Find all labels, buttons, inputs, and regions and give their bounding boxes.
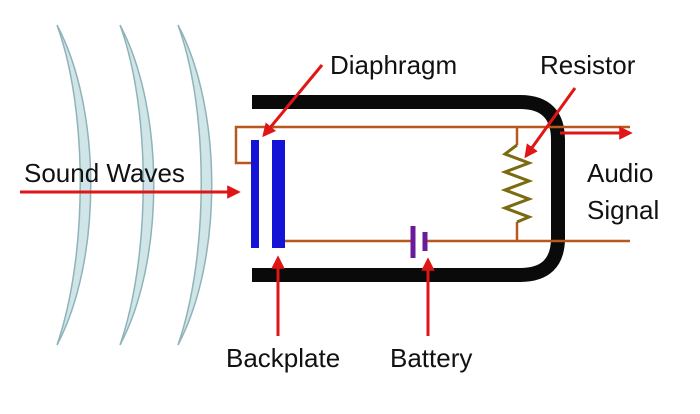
backplate-plate [272,140,285,248]
arrows [20,64,633,336]
housing-bottom [252,237,565,282]
label-audio: Audio [587,158,654,188]
sound-wave-3 [177,24,213,346]
resistor-arrow [524,87,577,159]
label-sound-waves: Sound Waves [24,158,185,188]
label-backplate: Backplate [226,343,341,373]
label-diaphragm: Diaphragm [330,50,458,80]
sound-wave-1 [56,24,92,346]
diaphragm-arrow [262,64,324,138]
label-resistor: Resistor [540,50,636,80]
label-signal: Signal [587,195,660,225]
diaphragm-plate [251,140,259,248]
sound-wave-2 [119,24,155,346]
housing-top [252,95,565,141]
resistor-zigzag [500,143,534,224]
top-wire [234,125,630,165]
circuit-wires [234,125,630,243]
sound-waves [56,24,213,346]
label-battery: Battery [390,343,473,373]
